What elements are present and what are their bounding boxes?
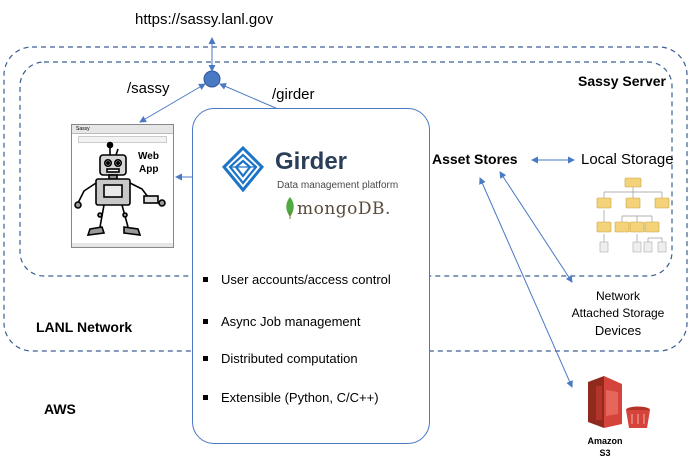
mongodb-label: mongoDB.: [297, 199, 391, 219]
webapp-label-line1: Web: [138, 151, 159, 162]
nas-label-line3: Devices: [594, 323, 642, 338]
feature-label: Extensible (Python, C/C++): [221, 390, 379, 405]
url-label: https://sassy.lanl.gov: [135, 11, 274, 28]
feature-label: User accounts/access control: [221, 272, 391, 287]
amazon-label-line2: S3: [599, 448, 611, 458]
amazon-label: Amazon S3: [580, 435, 630, 459]
route-sassy-label: /sassy: [127, 80, 170, 97]
bullet-marker: [203, 319, 208, 324]
browser-tab-title: Sassy: [76, 126, 90, 132]
sassy-route-connector: [139, 83, 206, 123]
local-storage-label: Local Storage: [581, 151, 674, 168]
browser-addressbar: [78, 136, 167, 143]
asset-nas-connector: [499, 171, 573, 283]
nas-label: Network Attached Storage Devices: [556, 288, 680, 339]
amazon-label-line1: Amazon: [587, 436, 623, 446]
mongodb-leaf-icon: [286, 197, 294, 219]
router-node: [203, 70, 221, 88]
feature-item: Distributed computation: [203, 351, 358, 366]
amazon-s3-icon: [588, 376, 650, 428]
robot-icon: [74, 141, 166, 236]
asset-amazon-connector: [479, 177, 573, 388]
webapp-label-line2: App: [139, 164, 159, 175]
sassy-server-label: Sassy Server: [578, 73, 666, 89]
folder-tree-icon: [596, 177, 670, 253]
asset-stores-label: Asset Stores: [432, 151, 518, 167]
feature-item: User accounts/access control: [203, 272, 391, 287]
girder-name: Girder: [275, 148, 348, 175]
bullet-marker: [203, 356, 208, 361]
bullet-marker: [203, 277, 208, 282]
aws-label: AWS: [44, 401, 76, 417]
girder-logo-icon: [222, 146, 264, 192]
browser-titlebar: Sassy: [72, 125, 173, 134]
feature-item: Extensible (Python, C/C++): [203, 390, 379, 405]
girder-tagline: Data management platform: [277, 180, 399, 191]
nas-label-line2: Attached Storage: [571, 306, 665, 320]
webapp-thumbnail: Sassy: [71, 124, 174, 248]
feature-label: Async Job management: [221, 314, 361, 329]
lanl-network-boundary: [3, 46, 688, 352]
route-girder-label: /girder: [272, 86, 315, 103]
browser-statusbar: [72, 243, 173, 247]
lanl-network-label: LANL Network: [36, 319, 133, 335]
nas-label-line1: Network: [595, 289, 640, 303]
feature-label: Distributed computation: [221, 351, 358, 366]
feature-item: Async Job management: [203, 314, 360, 329]
bullet-marker: [203, 395, 208, 400]
